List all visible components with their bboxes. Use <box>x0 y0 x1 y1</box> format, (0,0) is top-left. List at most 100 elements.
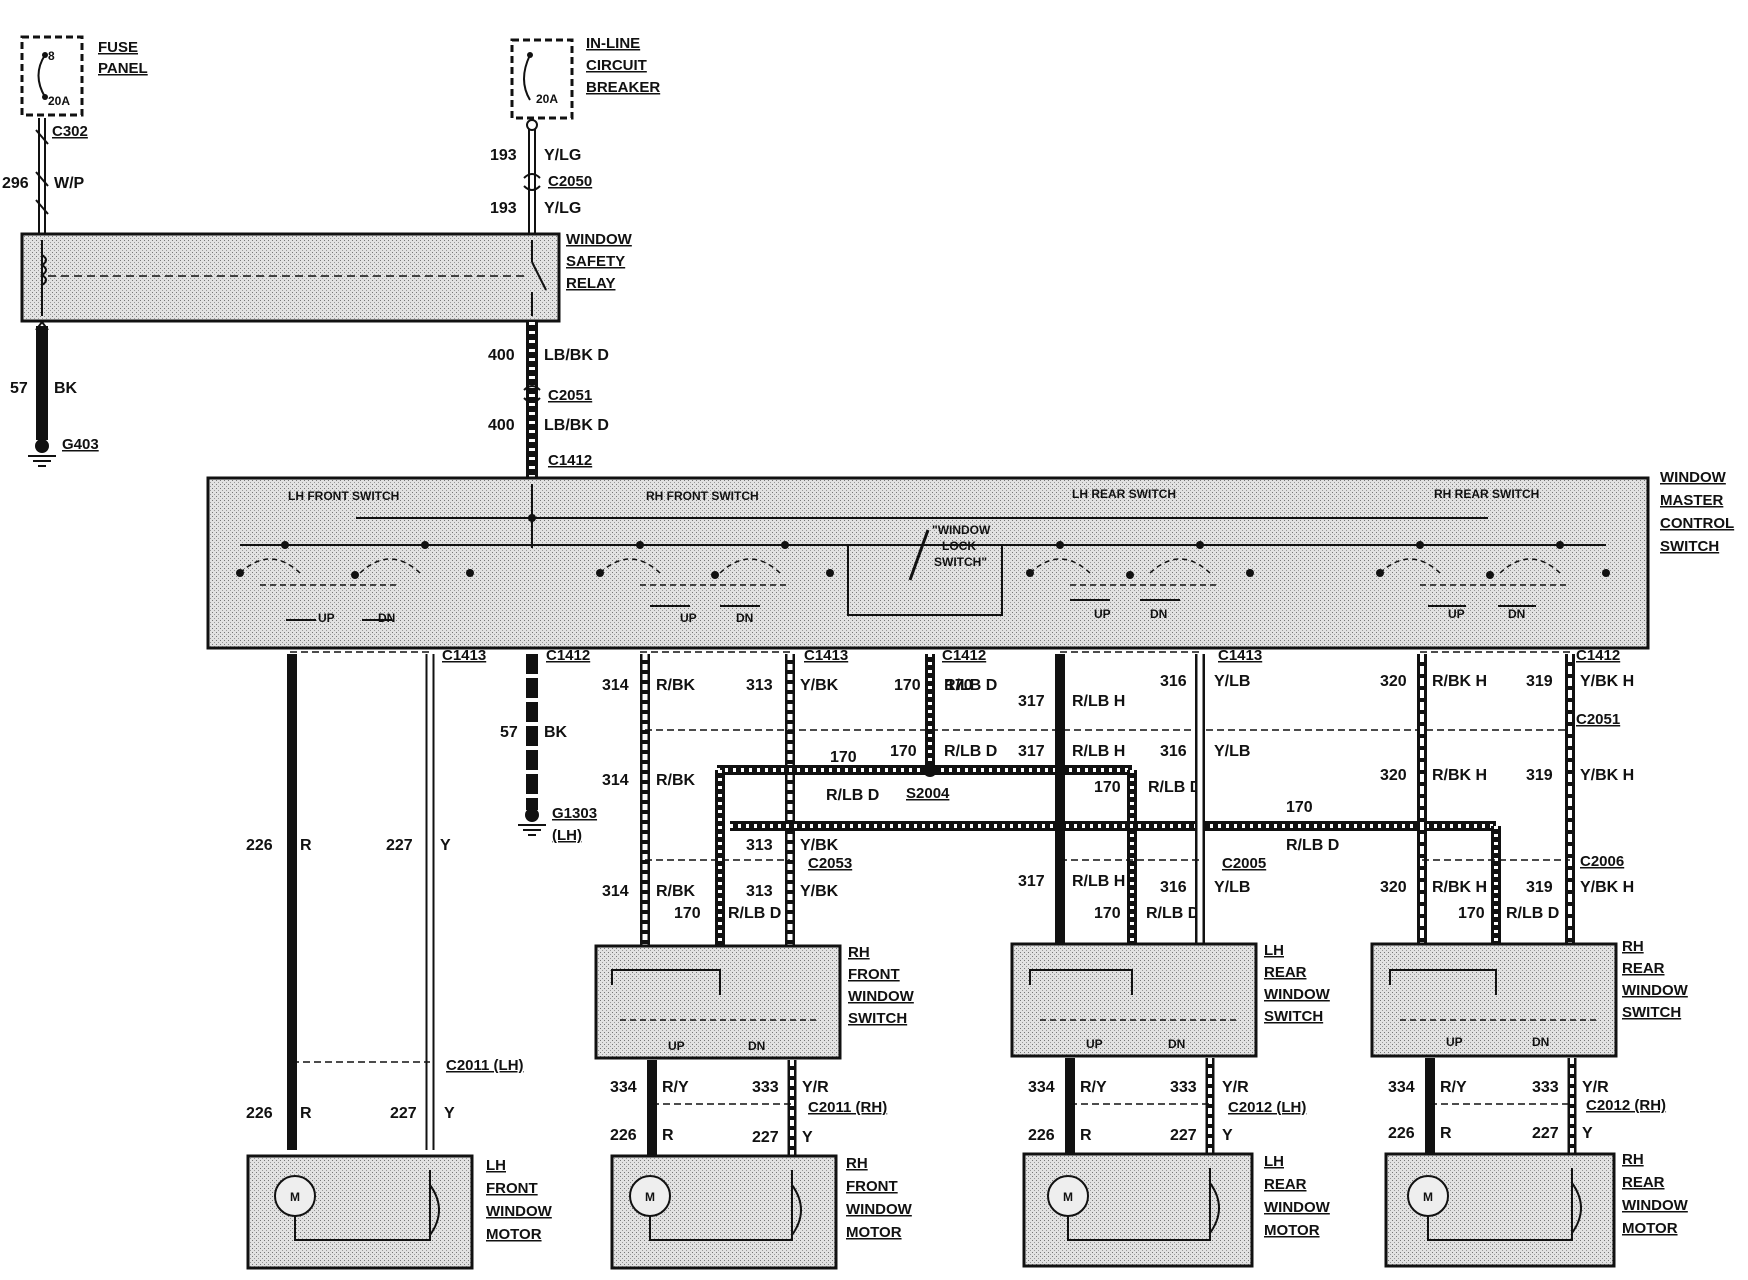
svg-text:170: 170 <box>674 905 701 922</box>
master-switch-title-4: SWITCH <box>1660 538 1719 555</box>
svg-text:333: 333 <box>752 1079 779 1096</box>
rh-rear-dn: DN <box>1508 607 1525 621</box>
master-section-lh-front: LH FRONT SWITCH <box>288 489 399 503</box>
lock-switch-label-2: LOCK <box>942 539 976 553</box>
master-lh-rear-switch-contacts: UP DN <box>1029 558 1220 621</box>
fuse-rating: 20A <box>48 94 70 108</box>
svg-text:R/LB D: R/LB D <box>728 905 781 922</box>
svg-text:R: R <box>300 1105 312 1122</box>
wire-57-color: BK <box>54 380 78 397</box>
svg-text:170: 170 <box>894 677 921 694</box>
rh-front-up: UP <box>680 611 697 625</box>
svg-text:Y/R: Y/R <box>1582 1079 1609 1096</box>
wire-57-g403: 57 BK G403 <box>10 320 99 467</box>
relay-title-3: RELAY <box>566 275 615 292</box>
svg-text:Y/BK: Y/BK <box>800 883 839 900</box>
breaker-rating: 20A <box>536 92 558 106</box>
svg-text:334: 334 <box>1388 1079 1415 1096</box>
conn-c1413-lh-front: C1413 <box>442 647 486 664</box>
svg-text:SWITCH: SWITCH <box>848 1010 907 1027</box>
ground-g403: G403 <box>62 436 99 453</box>
svg-text:Y/R: Y/R <box>1222 1079 1249 1096</box>
master-section-rh-rear: RH REAR SWITCH <box>1434 487 1539 501</box>
conn-c2050: C2050 <box>548 173 592 190</box>
svg-text:REAR: REAR <box>1622 960 1665 977</box>
svg-text:R: R <box>662 1127 674 1144</box>
svg-text:226: 226 <box>246 1105 273 1122</box>
svg-text:Y: Y <box>1222 1127 1233 1144</box>
svg-text:M: M <box>1423 1190 1433 1204</box>
rh-rear-window-switch: UP DN RH REAR WINDOW SWITCH <box>1370 938 1689 1058</box>
svg-text:R/Y: R/Y <box>1440 1079 1467 1096</box>
wire-296: C302 296 W/P <box>2 118 88 234</box>
svg-text:227: 227 <box>752 1129 779 1146</box>
svg-text:UP: UP <box>668 1039 685 1053</box>
svg-text:227: 227 <box>386 837 413 854</box>
conn-c2006: C2006 <box>1580 853 1624 870</box>
svg-text:BK: BK <box>544 724 568 741</box>
svg-text:319: 319 <box>1526 767 1553 784</box>
svg-text:R/LB D: R/LB D <box>944 677 997 694</box>
conn-c1412-lock: C1412 <box>942 647 986 664</box>
svg-text:R/Y: R/Y <box>662 1079 689 1096</box>
svg-text:MOTOR: MOTOR <box>846 1224 902 1241</box>
svg-text:R/BK H: R/BK H <box>1432 673 1487 690</box>
wire-193-color-a: Y/LG <box>544 147 581 164</box>
svg-text:M: M <box>1063 1190 1073 1204</box>
svg-text:227: 227 <box>1532 1125 1559 1142</box>
svg-text:Y: Y <box>444 1105 455 1122</box>
rh-front-window-switch: UP DN RH FRONT WINDOW SWITCH <box>594 944 915 1060</box>
svg-text:R/BK: R/BK <box>656 883 696 900</box>
svg-text:Y/LB: Y/LB <box>1214 673 1250 690</box>
lh-rear-window-switch: UP DN LH REAR WINDOW SWITCH <box>1010 942 1331 1058</box>
svg-text:LH: LH <box>486 1157 506 1174</box>
fuse-panel: 8 20A FUSE PANEL <box>20 35 148 117</box>
svg-text:Y/R: Y/R <box>802 1079 829 1096</box>
svg-text:170: 170 <box>1458 905 1485 922</box>
conn-c1412-ground: C1412 <box>546 647 590 664</box>
svg-text:317: 317 <box>1018 693 1045 710</box>
svg-text:Y/BK: Y/BK <box>800 677 839 694</box>
svg-text:R/LB D: R/LB D <box>1148 779 1201 796</box>
svg-text:170: 170 <box>890 743 917 760</box>
svg-text:R/BK H: R/BK H <box>1432 767 1487 784</box>
svg-text:SWITCH: SWITCH <box>1622 1004 1681 1021</box>
wire-193-num-b: 193 <box>490 200 517 217</box>
svg-text:LH: LH <box>1264 1153 1284 1170</box>
svg-text:R: R <box>1080 1127 1092 1144</box>
svg-text:319: 319 <box>1526 673 1553 690</box>
svg-text:Y/BK: Y/BK <box>800 837 839 854</box>
svg-text:M: M <box>645 1190 655 1204</box>
svg-text:UP: UP <box>1086 1037 1103 1051</box>
rh-front-window-motor: M RH FRONT WINDOW MOTOR <box>610 1154 913 1270</box>
wire-57-g1303: 57 BK G1303 (LH) <box>500 654 597 844</box>
svg-text:Y/LB: Y/LB <box>1214 743 1250 760</box>
svg-text:WINDOW: WINDOW <box>1622 1197 1689 1214</box>
svg-text:Y/BK H: Y/BK H <box>1580 673 1634 690</box>
lh-rear-dn: DN <box>1150 607 1167 621</box>
svg-text:334: 334 <box>610 1079 637 1096</box>
svg-text:DN: DN <box>1532 1035 1549 1049</box>
master-section-rh-front: RH FRONT SWITCH <box>646 489 759 503</box>
svg-text:320: 320 <box>1380 673 1407 690</box>
master-switch-title-1: WINDOW <box>1660 469 1727 486</box>
lock-switch-label-3: SWITCH" <box>934 555 987 569</box>
relay-title-2: SAFETY <box>566 253 625 270</box>
wires-rh-front-motor: 334 R/Y 333 Y/R C2011 (RH) 226 R 227 Y <box>610 1060 887 1155</box>
svg-text:226: 226 <box>1028 1127 1055 1144</box>
svg-text:RH: RH <box>1622 1151 1644 1168</box>
svg-text:314: 314 <box>602 677 629 694</box>
svg-text:R/LB D: R/LB D <box>826 787 879 804</box>
svg-text:Y: Y <box>802 1129 813 1146</box>
master-switch-title-3: CONTROL <box>1660 515 1734 532</box>
lh-rear-up: UP <box>1094 607 1111 621</box>
svg-text:SWITCH: SWITCH <box>1264 1008 1323 1025</box>
ground-g1303-note: (LH) <box>552 827 582 844</box>
conn-c302: C302 <box>52 123 88 140</box>
svg-text:226: 226 <box>610 1127 637 1144</box>
wire-193-color-b: Y/LG <box>544 200 581 217</box>
svg-text:170: 170 <box>946 677 973 694</box>
svg-text:57: 57 <box>500 724 518 741</box>
window-safety-relay: WINDOW SAFETY RELAY <box>20 231 633 323</box>
conn-c1413-rh-front: C1413 <box>804 647 848 664</box>
